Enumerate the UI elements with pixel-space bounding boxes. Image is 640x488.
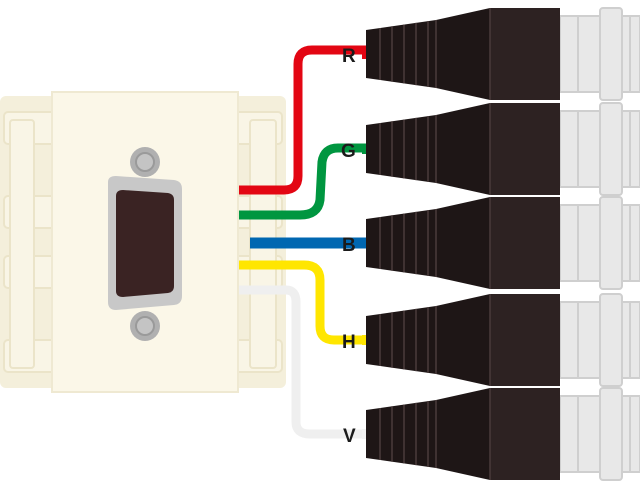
bnc-connector-g <box>362 102 640 196</box>
bnc-connector-icon <box>559 293 640 387</box>
wire-v <box>238 285 366 439</box>
color-marker-b <box>362 238 368 248</box>
wire-h <box>238 260 366 345</box>
connector-label-r: R <box>342 46 356 67</box>
boot-collar <box>490 294 560 386</box>
bnc-connector-icon <box>559 196 640 290</box>
connector-label-v: V <box>343 426 356 447</box>
connector-label-h: H <box>342 332 356 353</box>
bnc-connector-h <box>362 293 640 387</box>
screw-icon <box>130 147 160 177</box>
bnc-connector-r <box>362 7 640 101</box>
bnc-connectors <box>362 7 640 481</box>
color-marker-r <box>362 49 368 59</box>
connector-label-g: G <box>341 141 356 162</box>
color-marker-v <box>362 429 368 439</box>
boot-collar <box>490 388 560 480</box>
screw-icon <box>130 311 160 341</box>
wire-r <box>238 45 366 195</box>
color-marker-g <box>362 144 368 154</box>
color-marker-h <box>362 335 368 345</box>
bnc-connector-b <box>362 196 640 290</box>
boot-collar <box>490 103 560 195</box>
boot-collar <box>490 197 560 289</box>
boot-collar <box>490 8 560 100</box>
bnc-connector-icon <box>559 102 640 196</box>
wire-g <box>238 143 366 220</box>
bnc-connector-icon <box>559 387 640 481</box>
bnc-connector-icon <box>559 7 640 101</box>
connector-label-b: B <box>342 235 356 256</box>
bnc-connector-v <box>362 387 640 481</box>
vga-port-icon <box>108 176 182 310</box>
